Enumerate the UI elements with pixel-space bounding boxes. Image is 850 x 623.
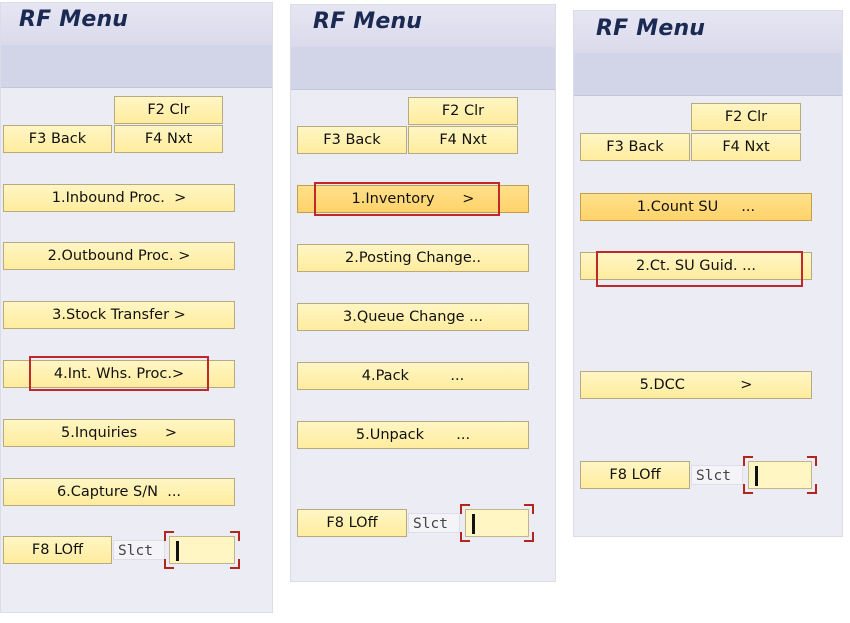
focus-corner — [743, 456, 753, 466]
screen-header: RF Menu — [574, 11, 842, 54]
rf-menu-screen-1: RF Menu F2 Clr F3 Back F4 Nxt 1.Inbound … — [0, 2, 273, 613]
focus-corner — [164, 531, 174, 541]
focus-corner — [807, 456, 817, 466]
screen-header: RF Menu — [1, 3, 272, 46]
screen-title: RF Menu — [19, 7, 129, 32]
f2-clear-button[interactable]: F2 Clr — [691, 103, 801, 131]
menu-item-count-su[interactable]: 1.Count SU ... — [580, 193, 812, 221]
rf-menu-screen-2: RF Menu F2 Clr F3 Back F4 Nxt 1.Inventor… — [290, 4, 556, 582]
select-input[interactable] — [460, 504, 534, 542]
menu-item-posting-change[interactable]: 2.Posting Change.. — [297, 244, 529, 272]
focus-corner — [524, 532, 534, 542]
menu-item-ct-su-guid[interactable]: 2.Ct. SU Guid. ... — [580, 252, 812, 280]
f4-next-button[interactable]: F4 Nxt — [408, 126, 518, 154]
menu-item-stock-transfer[interactable]: 3.Stock Transfer > — [3, 301, 235, 329]
focus-corner — [743, 484, 753, 494]
text-cursor — [176, 541, 179, 561]
f8-logoff-button[interactable]: F8 LOff — [3, 536, 112, 564]
focus-corner — [164, 559, 174, 569]
text-cursor — [472, 514, 475, 534]
menu-item-queue-change[interactable]: 3.Queue Change ... — [297, 303, 529, 331]
f3-back-button[interactable]: F3 Back — [297, 126, 407, 154]
message-bar — [1, 45, 272, 88]
focus-corner — [524, 504, 534, 514]
f2-clear-button[interactable]: F2 Clr — [114, 96, 223, 124]
f8-logoff-button[interactable]: F8 LOff — [297, 509, 407, 537]
message-bar — [291, 47, 555, 90]
menu-item-capture-sn[interactable]: 6.Capture S/N ... — [3, 478, 235, 506]
f8-logoff-button[interactable]: F8 LOff — [580, 461, 690, 489]
menu-item-pack[interactable]: 4.Pack ... — [297, 362, 529, 390]
focus-corner — [460, 504, 470, 514]
select-label: Slct — [691, 465, 743, 485]
menu-item-unpack[interactable]: 5.Unpack ... — [297, 421, 529, 449]
focus-corner — [230, 559, 240, 569]
rf-menu-screen-3: RF Menu F2 Clr F3 Back F4 Nxt 1.Count SU… — [573, 10, 843, 537]
message-bar — [574, 53, 842, 96]
f4-next-button[interactable]: F4 Nxt — [691, 133, 801, 161]
focus-corner — [230, 531, 240, 541]
focus-corner — [460, 532, 470, 542]
f4-next-button[interactable]: F4 Nxt — [114, 125, 223, 153]
menu-item-inventory[interactable]: 1.Inventory > — [297, 185, 529, 213]
screen-header: RF Menu — [291, 5, 555, 48]
text-cursor — [755, 466, 758, 486]
f2-clear-button[interactable]: F2 Clr — [408, 97, 518, 125]
f3-back-button[interactable]: F3 Back — [580, 133, 690, 161]
focus-corner — [807, 484, 817, 494]
select-input[interactable] — [743, 456, 817, 494]
menu-item-inbound-proc[interactable]: 1.Inbound Proc. > — [3, 184, 235, 212]
f3-back-button[interactable]: F3 Back — [3, 125, 112, 153]
menu-item-outbound-proc[interactable]: 2.Outbound Proc. > — [3, 242, 235, 270]
select-input[interactable] — [164, 531, 240, 569]
select-label: Slct — [408, 513, 460, 533]
menu-item-dcc[interactable]: 5.DCC > — [580, 371, 812, 399]
menu-item-inquiries[interactable]: 5.Inquiries > — [3, 419, 235, 447]
menu-item-int-whs-proc[interactable]: 4.Int. Whs. Proc.> — [3, 360, 235, 388]
screen-title: RF Menu — [596, 16, 706, 41]
select-label: Slct — [113, 540, 165, 560]
screen-title: RF Menu — [313, 9, 423, 34]
